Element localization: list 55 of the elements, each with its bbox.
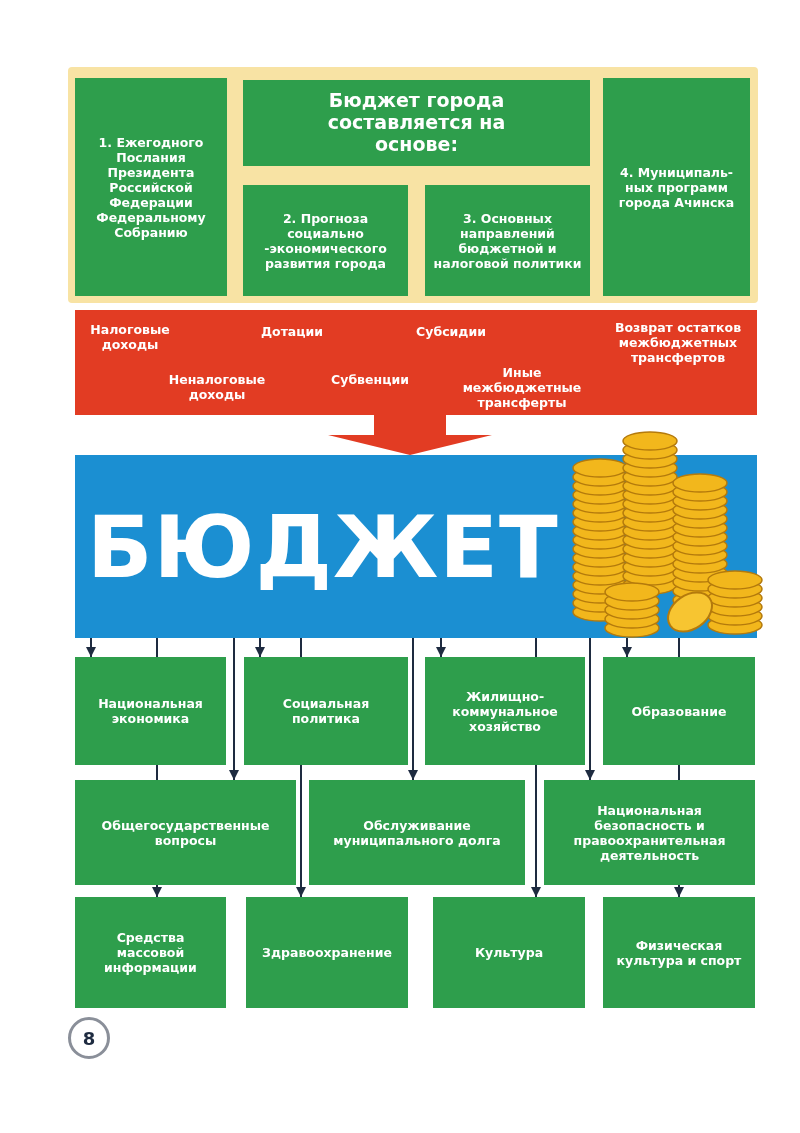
- arrow: [296, 764, 306, 898]
- category-box: [244, 657, 408, 765]
- box-label: Национальная экономика: [97, 696, 204, 726]
- flow-arrow: [328, 415, 492, 455]
- box-label: 4. Муниципаль-ных программ города Ачинска: [617, 164, 736, 210]
- category-box: [75, 780, 296, 885]
- category-box: [425, 185, 590, 296]
- box-label: Здравоохранение: [262, 945, 392, 960]
- category-box: [433, 897, 585, 1008]
- arrow: [255, 637, 265, 658]
- box-label: Средства массовой информации: [103, 930, 198, 975]
- box-label: 1. Ежегодного Послания Президента Российской Федерации Федеральному Собранию: [95, 134, 207, 240]
- revenue-source-label: Субвенции: [330, 372, 410, 387]
- arrow: [674, 884, 684, 898]
- arrow: [436, 637, 446, 658]
- arrow: [585, 637, 595, 781]
- category-box: [75, 897, 226, 1008]
- arrow: [152, 884, 162, 898]
- revenue-source-label: Субсидии: [415, 324, 487, 339]
- category-box: [309, 780, 525, 885]
- category-box: [75, 657, 226, 765]
- category-box: [544, 780, 755, 885]
- arrow: [408, 637, 418, 781]
- revenue-source-label: Налоговые доходы: [89, 322, 171, 352]
- page-number: 8: [68, 1017, 110, 1059]
- category-box: [243, 80, 590, 166]
- revenue-source-label: Дотации: [259, 324, 325, 339]
- box-label: Национальная безопасность и правоохранительная деятельность: [572, 802, 727, 863]
- category-box: [603, 78, 750, 296]
- category-box: [75, 78, 227, 296]
- category-box: [243, 185, 408, 296]
- revenue-source-label: Иные межбюджетные трансферты: [461, 365, 583, 410]
- basis-panel: [68, 67, 758, 303]
- revenue-band: [75, 310, 757, 415]
- arrow: [622, 637, 632, 658]
- category-box: [603, 897, 755, 1008]
- box-label: Обслуживание муниципального долга: [332, 817, 502, 848]
- revenue-source-label: Неналоговые доходы: [167, 372, 267, 402]
- arrow: [86, 637, 96, 658]
- category-box: [603, 657, 755, 765]
- box-label: Физическая культура и спорт: [615, 937, 743, 968]
- category-box: [425, 657, 585, 765]
- arrow: [531, 764, 541, 898]
- revenue-source-label: Возврат остатков межбюджетных трансфертов: [613, 320, 743, 365]
- box-label: Жилищно-коммунальное хозяйство: [451, 688, 559, 734]
- box-label: 3. Основных направлений бюджетной и налоговой политики: [432, 210, 583, 271]
- budget-title: БЮДЖЕТ: [87, 503, 559, 590]
- box-label: Культура: [474, 945, 544, 960]
- box-label: 2. Прогноза социально -экономического развития города: [263, 210, 388, 271]
- box-label: Общегосударственные вопросы: [100, 817, 271, 848]
- box-label: Образование: [631, 703, 727, 719]
- box-label: Социальная политика: [281, 696, 371, 726]
- category-box: [246, 897, 408, 1008]
- panel-heading: Бюджет города составляется на основе:: [326, 90, 507, 156]
- arrow: [229, 637, 239, 781]
